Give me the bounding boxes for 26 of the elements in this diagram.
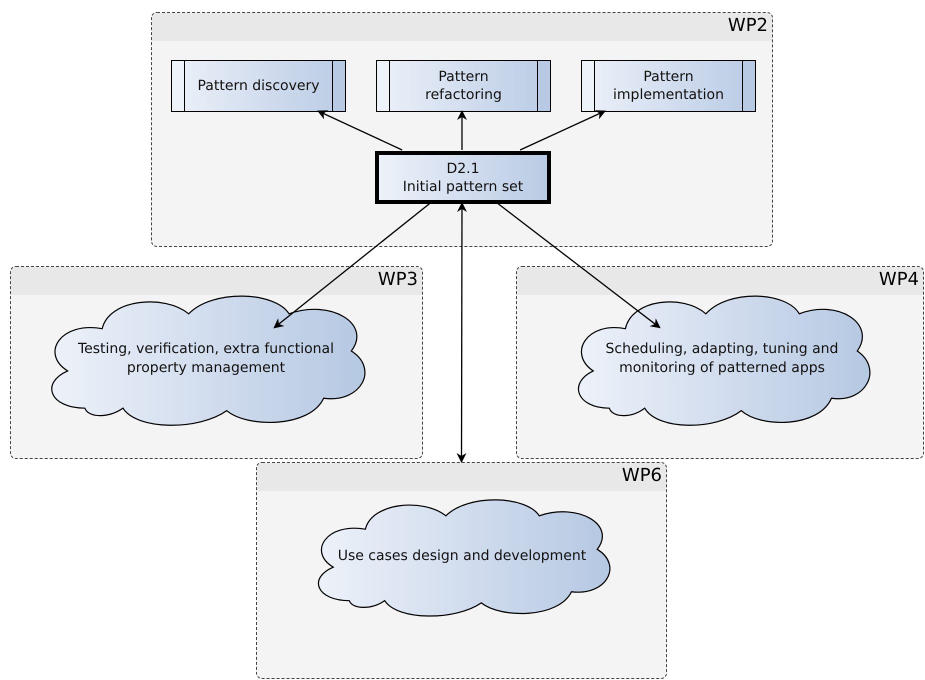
node-label: Pattern refactoring — [425, 69, 502, 103]
node-label: Testing, verification, extra functional property management — [78, 340, 334, 376]
group-panel — [516, 266, 924, 459]
arrow — [496, 202, 661, 328]
group-panel — [256, 462, 667, 679]
group-label: WP4 — [878, 268, 919, 292]
arrow — [520, 110, 606, 151]
node-label: Use cases design and development — [338, 548, 586, 564]
arrow — [456, 202, 467, 463]
node-label: Pattern discovery — [197, 78, 320, 94]
node-label: D2.1 — [446, 160, 480, 178]
group-label: WP6 — [622, 464, 662, 488]
process-box — [581, 60, 756, 112]
node-label: Pattern implementation — [613, 69, 724, 103]
arrow — [317, 110, 402, 151]
arrow — [456, 110, 467, 150]
process-box — [376, 60, 551, 112]
node-label: Initial pattern set — [402, 178, 524, 196]
node-label: Scheduling, adapting, tuning and monitoring of patterned apps — [606, 340, 838, 376]
arrow — [273, 202, 431, 328]
group-panel — [10, 266, 423, 459]
process-box — [171, 60, 346, 112]
deliverable-box — [375, 151, 551, 204]
group-label: WP3 — [378, 268, 418, 292]
group-panel — [151, 12, 773, 247]
group-label: WP2 — [728, 14, 768, 38]
